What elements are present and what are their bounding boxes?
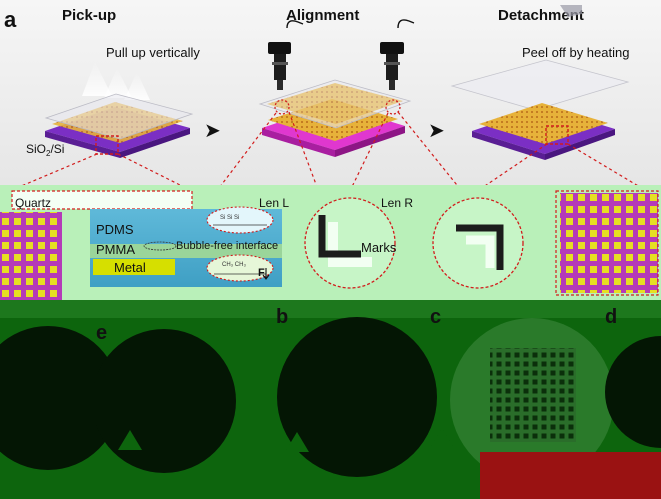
alignment-mark-l: [318, 215, 361, 258]
substrate-side: [120, 128, 190, 158]
left-pad-array: [0, 212, 62, 304]
heater-icon: [560, 5, 582, 17]
detail-band: Quartz PDMS PMMA Metal Bubble-free inter…: [0, 185, 661, 305]
step-alignment-title: Alignment: [286, 7, 359, 24]
force-label: F: [258, 267, 265, 279]
micrograph-top-strip: [0, 300, 661, 318]
svg-text:CH₃ CH₃: CH₃ CH₃: [222, 262, 246, 268]
micrograph-e-left: [0, 326, 120, 470]
lens-left-label: Len L: [259, 196, 289, 210]
step-arrow-icon: ➤: [428, 120, 445, 142]
panel-a: a Pick-up Alignment Detachment Pull up v…: [0, 0, 661, 197]
stamp-electrode-array: [267, 83, 403, 124]
bubble-free-interface-label: Bubble-free interface: [176, 240, 278, 252]
substrate-side: [45, 131, 120, 158]
alignment-mark-corner: [456, 224, 504, 270]
pdms-stamp: [44, 93, 194, 140]
micrograph-d: [605, 336, 661, 448]
pmma-chemistry-icon: CH₃ CH₃: [206, 254, 274, 282]
detach-zoom-box: [545, 125, 569, 145]
right-pad-array: [560, 193, 658, 293]
pdms-chemistry-icon: Si Si Si: [206, 206, 274, 234]
micrograph-b: [277, 317, 437, 477]
left-mark-circle: [274, 99, 290, 115]
panel-d-letter: d: [605, 306, 617, 328]
peel-off-note: Peel off by heating: [522, 45, 629, 60]
pull-up-arrow-icon: [104, 68, 132, 98]
micrograph-c-array: [490, 348, 576, 442]
alignment-mark-icon: [285, 432, 309, 452]
substrate-side: [545, 129, 615, 160]
pull-up-arrow-icon: [124, 72, 150, 100]
substrate-side: [262, 128, 335, 157]
lens-left-view: Len L Marks: [259, 196, 397, 289]
substrate-side: [472, 131, 545, 160]
svg-text:Si Si Si: Si Si Si: [220, 215, 239, 221]
panel-e-letter: e: [96, 322, 107, 344]
right-mark-circle: [385, 99, 401, 115]
lens-left-circle: [304, 197, 396, 289]
lens-right-label: Len R: [381, 196, 413, 210]
pickup-assembly: SiO2/Si: [26, 62, 194, 158]
substrate-label: SiO2/Si: [26, 142, 64, 158]
lens-right-view: Len R: [381, 196, 524, 289]
metal-layer: [93, 259, 175, 275]
micrograph-band: e b c d: [0, 300, 661, 499]
left-microscope-icon: [268, 20, 304, 90]
pdms-label: PDMS: [96, 222, 134, 237]
alignment-mark-icon: [118, 430, 142, 450]
pull-up-note: Pull up vertically: [106, 45, 200, 60]
stack-cross-section: Quartz PDMS PMMA Metal Bubble-free inter…: [11, 190, 282, 287]
step-pickup-title: Pick-up: [62, 7, 116, 24]
panel-a-letter: a: [4, 7, 17, 32]
pmma-layer: [90, 244, 282, 258]
step-arrow-icon: ➤: [204, 120, 221, 142]
scale-panel: [480, 452, 661, 499]
force-arrow-icon: [262, 268, 270, 280]
right-microscope-icon: [380, 19, 415, 90]
substrate-side: [335, 126, 405, 157]
marks-label: Marks: [361, 240, 397, 255]
alignment-mark-icon: [430, 428, 454, 448]
quartz-label: Quartz: [15, 196, 51, 210]
pull-up-arrow-icon: [82, 62, 112, 96]
pmma-label: PMMA: [96, 242, 135, 257]
step-detachment-title: Detachment: [498, 7, 584, 24]
alignment-mark-ghost: [328, 222, 372, 267]
detachment-assembly: [450, 5, 630, 160]
alignment-assembly: [258, 19, 415, 157]
peeled-stamp: [450, 59, 630, 111]
pickup-zoom-box: [95, 135, 119, 155]
panel-c-letter: c: [430, 306, 441, 328]
alignment-mark-ghost: [466, 235, 495, 268]
metal-label: Metal: [114, 260, 146, 275]
micrograph-e-right: [92, 329, 236, 473]
interface-marker: [143, 241, 177, 251]
transferred-electrode-array: [479, 103, 608, 144]
right-pad-frame: [555, 190, 659, 296]
panel-b-letter: b: [276, 306, 288, 328]
